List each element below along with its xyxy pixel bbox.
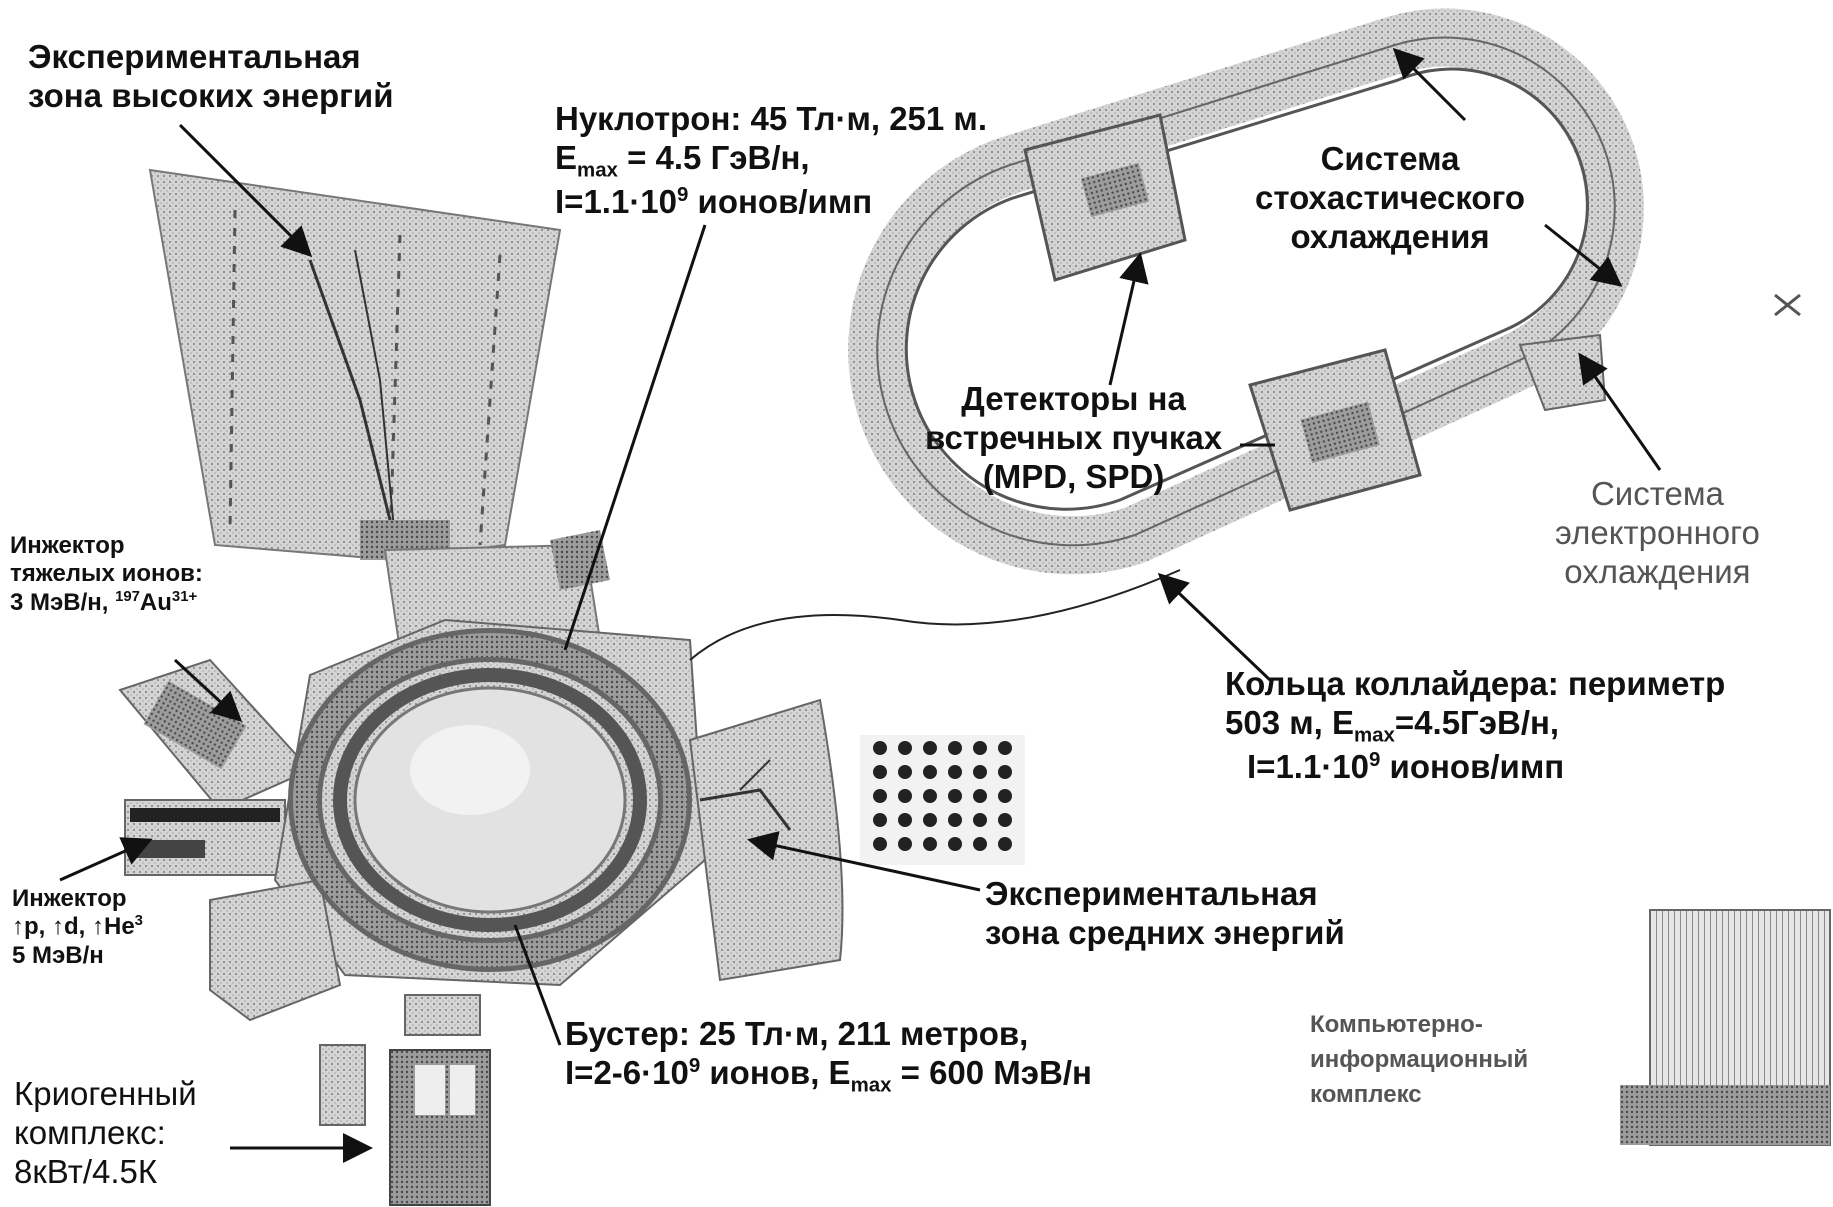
- label-collider-rings: Кольца коллайдера: периметр 503 м, Emax=…: [1225, 665, 1725, 787]
- label-stochastic-cooling-line2: стохастического: [1255, 178, 1526, 216]
- label-high-energy-zone-line2: зона высоких энергий: [28, 76, 394, 114]
- light-ion-injector-block: [124, 799, 286, 876]
- label-electron-cooling-line2: электронного: [1555, 513, 1760, 551]
- cryogenic-buildings: [319, 994, 491, 1206]
- helium-mass-number: 3: [134, 913, 143, 930]
- intensity-base: I=1.1·10: [555, 182, 678, 220]
- label-electron-cooling-line1: Система: [1590, 475, 1724, 512]
- label-collider-rings-line1: Кольца коллайдера: периметр: [1225, 665, 1726, 702]
- emax-symbol: E: [555, 138, 578, 176]
- label-electron-cooling: Система электронного охлаждения: [1555, 475, 1760, 592]
- label-electron-cooling-line3: охлаждения: [1564, 552, 1751, 590]
- booster-emax-value: = 600 МэВ/н: [891, 1053, 1092, 1091]
- label-high-energy-zone: Экспериментальная зона высоких энергий: [28, 38, 393, 116]
- label-cryogenic-complex-line2: комплекс:: [14, 1113, 166, 1151]
- polarized-particles: ↑p, ↑d, ↑He: [12, 913, 135, 941]
- collider-intensity-unit: ионов/имп: [1380, 747, 1565, 785]
- label-stochastic-cooling-line3: охлаждения: [1290, 217, 1490, 255]
- label-nuclotron-intensity: I=1.1·109 ионов/имп: [555, 183, 987, 222]
- label-heavy-ion-injector-line1: Инжектор: [10, 532, 125, 559]
- label-light-ion-injector: Инжектор ↑p, ↑d, ↑He3 5 МэВ/н: [12, 885, 143, 970]
- label-heavy-ion-injector-line2: тяжелых ионов:: [10, 560, 203, 588]
- label-booster-line2: I=2-6·109 ионов, Emax = 600 МэВ/н: [565, 1054, 1092, 1098]
- booster-ions-emax: ионов, E: [700, 1053, 851, 1091]
- label-mid-energy-zone-line2: зона средних энергий: [985, 913, 1345, 951]
- corner-mark: [1774, 293, 1801, 317]
- collider-injection-line: [689, 569, 1181, 661]
- label-cryogenic-complex-line1: Криогенный: [14, 1075, 197, 1112]
- collider-intensity-exponent: 9: [1369, 747, 1381, 771]
- label-nuclotron: Нуклотрон: 45 Тл·м, 251 м. Emax = 4.5 Гэ…: [555, 100, 987, 222]
- intensity-unit: ионов/имп: [688, 182, 873, 220]
- label-stochastic-cooling-line1: Система: [1320, 140, 1460, 177]
- collider-emax-subscript: max: [1354, 723, 1395, 747]
- label-detectors: Детекторы на встречных пучках (MPD, SPD): [925, 380, 1222, 497]
- equipment-grid: [860, 735, 1025, 865]
- label-booster-line1: Бустер: 25 Тл·м, 211 метров,: [565, 1015, 1029, 1052]
- label-mid-energy-zone-line1: Экспериментальная: [985, 875, 1318, 912]
- nuclotron-ring: [288, 628, 692, 972]
- collider-intensity-base: I=1.1·10: [1247, 747, 1370, 785]
- emax-subscript: max: [577, 158, 618, 182]
- label-heavy-ion-injector: Инжектор тяжелых ионов: 3 МэВ/н, 197Au31…: [10, 532, 203, 617]
- emax-value: = 4.5 ГэВ/н,: [617, 138, 810, 176]
- label-stochastic-cooling: Система стохастического охлаждения: [1255, 140, 1525, 257]
- ion-charge-state: 31+: [171, 588, 198, 605]
- heavy-ion-injector-block: [118, 658, 312, 812]
- high-energy-hall: [148, 168, 562, 562]
- computing-complex-drawing: [1620, 909, 1831, 1146]
- label-mid-energy-zone: Экспериментальная зона средних энергий: [985, 875, 1345, 953]
- isotope-mass-number: 197: [115, 588, 140, 605]
- label-booster: Бустер: 25 Тл·м, 211 метров, I=2-6·109 и…: [565, 1015, 1092, 1098]
- label-collider-rings-line3: I=1.1·109 ионов/имп: [1225, 748, 1725, 787]
- label-light-ion-injector-line3: 5 МэВ/н: [12, 941, 104, 969]
- label-computing-complex-line2: информационный: [1310, 1045, 1529, 1073]
- heavy-ion-energy: 3 МэВ/н,: [10, 588, 116, 616]
- label-detectors-line2: встречных пучках: [925, 418, 1223, 456]
- collider-perimeter: 503 м, E: [1225, 703, 1354, 741]
- label-light-ion-injector-line2: ↑p, ↑d, ↑He3: [12, 913, 143, 941]
- label-high-energy-zone-line1: Экспериментальная: [28, 38, 361, 75]
- collider-emax-value: =4.5ГэВ/н,: [1394, 703, 1560, 741]
- label-detectors-line1: Детекторы на: [961, 380, 1186, 417]
- label-heavy-ion-injector-line3: 3 МэВ/н, 197Au31+: [10, 589, 203, 617]
- booster-emax-subscript: max: [850, 1073, 892, 1097]
- isotope-symbol: Au: [139, 588, 172, 616]
- label-nuclotron-line1: Нуклотрон: 45 Тл·м, 251 м.: [555, 100, 987, 137]
- booster-intensity-base: I=2-6·10: [565, 1053, 689, 1091]
- leader-arrows: [59, 47, 1662, 1163]
- label-nuclotron-emax: Emax = 4.5 ГэВ/н,: [555, 139, 987, 183]
- booster-intensity-exponent: 9: [688, 1053, 701, 1077]
- label-light-ion-injector-line1: Инжектор: [12, 885, 127, 912]
- label-collider-rings-line2: 503 м, Emax=4.5ГэВ/н,: [1225, 704, 1725, 748]
- mid-energy-hall: [688, 698, 844, 982]
- label-cryogenic-complex-line3: 8кВт/4.5К: [14, 1152, 158, 1190]
- label-computing-complex-line1: Компьютерно-: [1310, 1011, 1483, 1038]
- collider-racetrack: [848, 8, 1644, 575]
- label-computing-complex: Компьютерно- информационный комплекс: [1310, 1008, 1528, 1112]
- label-cryogenic-complex: Криогенный комплекс: 8кВт/4.5К: [14, 1075, 197, 1192]
- label-detectors-line3: (MPD, SPD): [982, 457, 1165, 495]
- intensity-exponent: 9: [677, 182, 689, 206]
- label-computing-complex-line3: комплекс: [1310, 1080, 1422, 1108]
